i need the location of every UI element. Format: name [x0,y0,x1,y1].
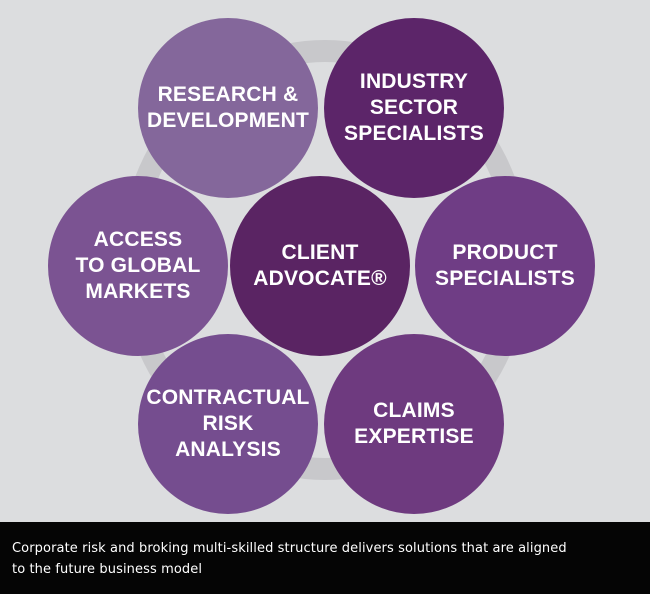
node-claims-expertise: CLAIMS EXPERTISE [324,334,504,514]
caption-line-1: Corporate risk and broking multi-skilled… [12,541,567,556]
node-client-advocate: CLIENT ADVOCATE® [230,176,410,356]
diagram-area: RESEARCH & DEVELOPMENT INDUSTRY SECTOR S… [48,18,595,514]
node-contractual-risk-analysis: CONTRACTUAL RISK ANALYSIS [138,334,318,514]
caption-line-2: to the future business model [12,562,203,577]
node-research-development: RESEARCH & DEVELOPMENT [138,18,318,198]
node-product-specialists: PRODUCT SPECIALISTS [415,176,595,356]
node-industry-sector-specialists: INDUSTRY SECTOR SPECIALISTS [324,18,504,198]
caption-bar: Corporate risk and broking multi-skilled… [0,522,650,594]
node-access-global-markets: ACCESS TO GLOBAL MARKETS [48,176,228,356]
